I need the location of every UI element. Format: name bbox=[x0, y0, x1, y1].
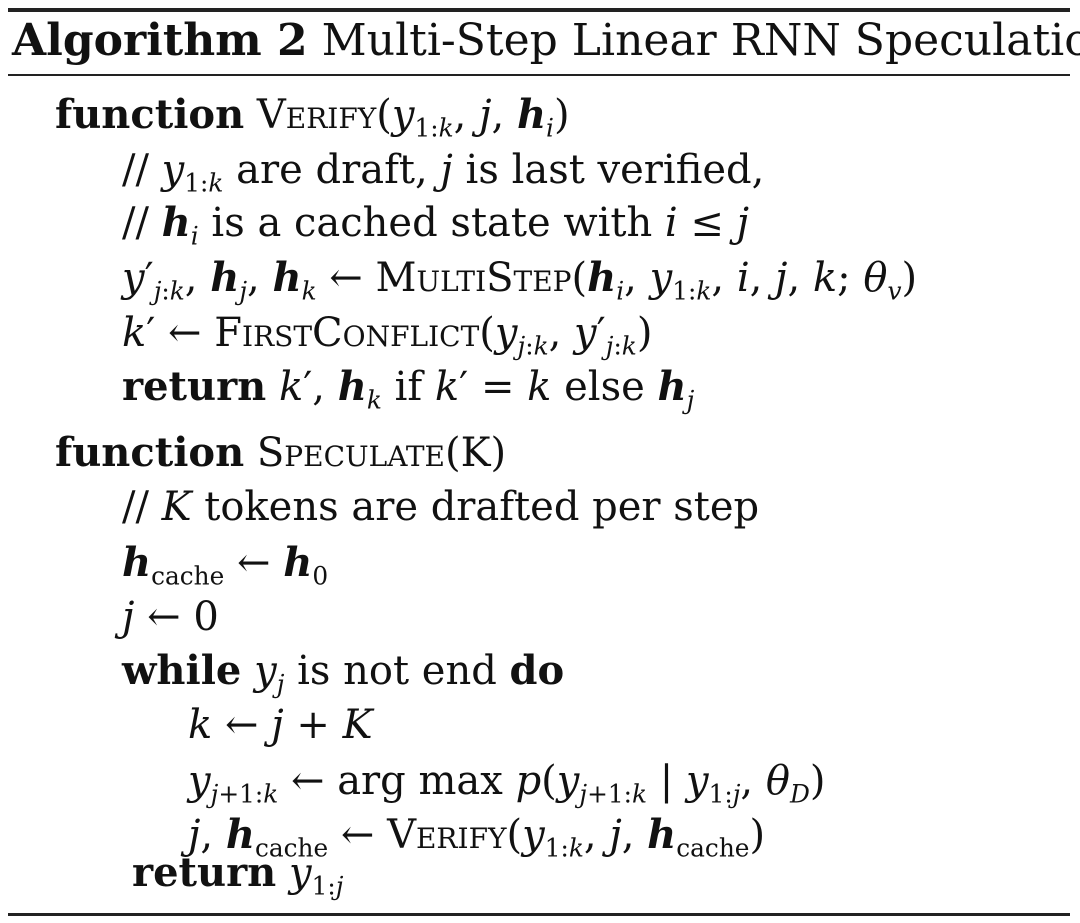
comment-draft: // y1:k are draft, j is last verified, bbox=[122, 147, 765, 198]
line-comment-draft: // y1:k are draft, j is last verified, bbox=[122, 145, 765, 198]
top-rule bbox=[8, 8, 1070, 12]
comment-cached-state: // hi is a cached state with i ≤ j bbox=[122, 199, 750, 251]
line-argmax: yj+1:k ← arg max p(yj+1:k | y1:j, θD) bbox=[188, 756, 826, 809]
line-return-speculate: return y1:j bbox=[132, 848, 344, 901]
bottom-rule bbox=[8, 913, 1070, 916]
line-comment-cached: // hi is a cached state with i ≤ j bbox=[122, 198, 750, 251]
keyword-return: return bbox=[122, 363, 267, 410]
comment-tokens: // K tokens are drafted per step bbox=[122, 484, 760, 530]
verify-call-assignment: j, hcache ← Verify(y1:k, j, hcache) bbox=[188, 811, 766, 863]
keyword-function: function bbox=[55, 429, 245, 476]
algorithm-label: Algorithm 2 bbox=[12, 15, 308, 66]
keyword-while: while bbox=[122, 647, 242, 694]
line-comment-tokens: // K tokens are drafted per step bbox=[122, 482, 759, 532]
multistep-assignment: y′j:k, hj, hk ← MultiStep(hi, y1:k, i, j… bbox=[122, 254, 918, 306]
line-verify-call: j, hcache ← Verify(y1:k, j, hcache) bbox=[188, 810, 766, 863]
set-k-assignment: k ← j + K bbox=[188, 702, 373, 748]
caption-rule bbox=[8, 74, 1070, 76]
line-first-conflict: k′ ← FirstConflict(yj:k, y′j:k) bbox=[122, 308, 653, 361]
argmax-assignment: yj+1:k ← arg max p(yj+1:k | y1:j, θD) bbox=[188, 758, 826, 809]
algorithm-title: Multi-Step Linear RNN Speculation bbox=[321, 15, 1080, 66]
algorithm-caption: Algorithm 2 Multi-Step Linear RNN Specul… bbox=[12, 14, 1080, 68]
while-condition: yj is not end bbox=[254, 648, 497, 699]
line-init-cache: hcache ← h0 bbox=[122, 538, 329, 591]
verify-args: (y1:k, j, hi) bbox=[376, 91, 570, 143]
procedure-name-speculate: Speculate bbox=[256, 430, 445, 476]
line-return-verify: return k′, hk if k′ = k else hj bbox=[122, 362, 695, 415]
init-j-assignment: j ← 0 bbox=[122, 594, 219, 640]
procedure-name-verify: Verify bbox=[256, 92, 377, 138]
keyword-function: function bbox=[55, 91, 245, 138]
keyword-return: return bbox=[132, 849, 277, 896]
line-multistep: y′j:k, hj, hk ← MultiStep(hi, y1:k, i, j… bbox=[122, 253, 918, 306]
init-cache-assignment: hcache ← h0 bbox=[122, 539, 329, 591]
keyword-do: do bbox=[509, 647, 565, 694]
line-set-k: k ← j + K bbox=[188, 700, 372, 750]
line-init-j: j ← 0 bbox=[122, 592, 219, 642]
return-verify-expr: k′, hk if k′ = k else hj bbox=[278, 363, 695, 415]
first-conflict-assignment: k′ ← FirstConflict(yj:k, y′j:k) bbox=[122, 310, 653, 361]
line-function-speculate: function Speculate(K) bbox=[55, 428, 506, 478]
line-function-verify: function Verify(y1:k, j, hi) bbox=[55, 90, 570, 143]
line-while: while yj is not end do bbox=[122, 646, 565, 699]
return-speculate-expr: y1:j bbox=[288, 850, 344, 901]
speculate-args: (K) bbox=[445, 430, 507, 476]
